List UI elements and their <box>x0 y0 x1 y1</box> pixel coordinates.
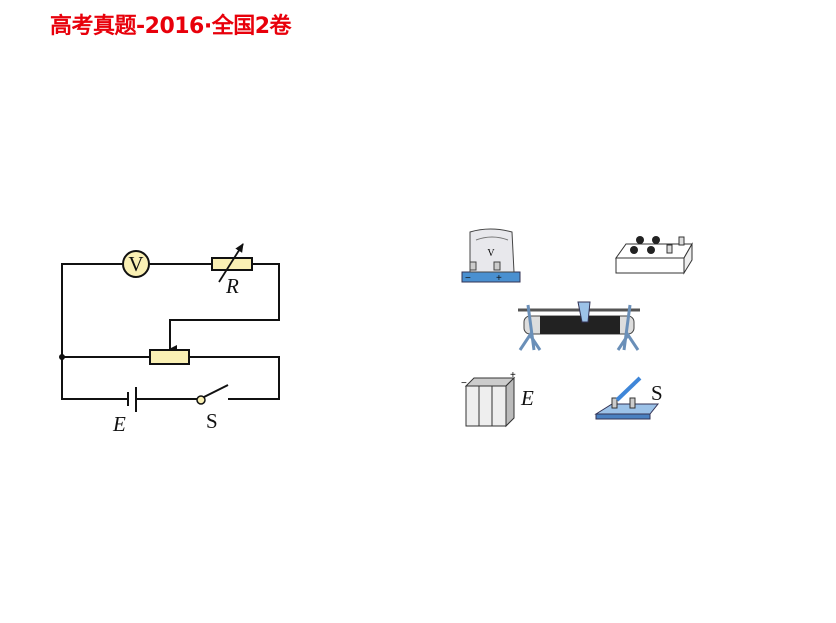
variable-resistor-symbol: R <box>211 243 253 298</box>
battery-box-device <box>615 236 693 275</box>
rheostat-symbol <box>149 349 190 365</box>
voltmeter-device: V − + <box>461 228 521 284</box>
svg-text:E: E <box>520 386 534 410</box>
slide-title: 高考真题-2016·全国2卷 <box>50 14 292 39</box>
rheostat-device <box>518 301 640 351</box>
svg-text:+: + <box>510 370 516 381</box>
battery-symbol: E <box>112 387 137 436</box>
svg-text:V: V <box>128 252 143 276</box>
knife-switch-device: S <box>594 376 663 420</box>
svg-text:R: R <box>225 274 239 298</box>
svg-text:S: S <box>651 381 663 405</box>
svg-text:−: − <box>465 273 471 284</box>
voltmeter-symbol: V <box>122 250 150 278</box>
svg-text:S: S <box>206 409 218 433</box>
switch-symbol: S <box>196 395 218 433</box>
wires <box>61 263 280 400</box>
svg-text:−: − <box>461 378 467 389</box>
svg-text:+: + <box>496 273 502 284</box>
svg-text:E: E <box>112 412 126 436</box>
junction-dot <box>59 354 65 360</box>
svg-text:V: V <box>487 248 495 259</box>
battery-pack-device: − + E <box>461 370 534 428</box>
